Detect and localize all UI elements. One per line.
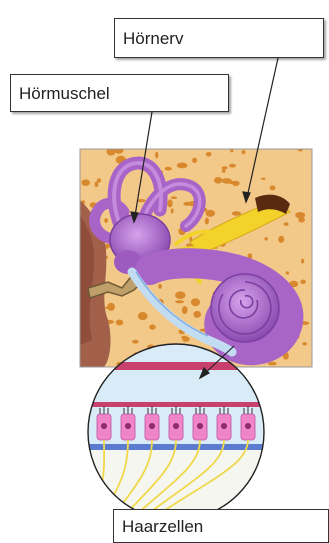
bone-pore — [158, 284, 162, 289]
hair-cell-nucleus — [101, 423, 107, 429]
bone-pore — [81, 179, 90, 186]
hair-cell-nucleus — [221, 423, 227, 429]
label-auditory-nerve: Hörnerv — [114, 18, 324, 58]
bone-pore — [175, 291, 186, 299]
bone-pore — [205, 218, 209, 225]
bone-pore — [165, 167, 172, 171]
bone-pore — [301, 259, 304, 264]
bone-pore — [278, 236, 284, 243]
bone-pore — [191, 298, 200, 306]
bone-pore — [171, 208, 174, 213]
hair-cell-nucleus — [149, 423, 155, 429]
bone-pore — [149, 324, 156, 329]
bone-pore — [286, 271, 290, 274]
bone-pore — [295, 212, 305, 218]
bone-pore — [261, 178, 265, 180]
hair-cell-nucleus — [245, 423, 251, 429]
bone-pore — [193, 311, 201, 318]
bone-pore — [222, 169, 226, 173]
inner-ear-panel — [77, 145, 312, 368]
bone-pore — [302, 342, 307, 345]
bone-pore — [230, 149, 233, 152]
bone-pore — [229, 164, 236, 168]
bone-pore — [177, 163, 188, 169]
basilar-membrane — [88, 444, 268, 450]
label-hair-cells-text: Haarzellen — [122, 518, 203, 535]
hair-cell-magnification — [88, 344, 268, 524]
bone-pore — [300, 280, 306, 284]
bone-pore — [242, 150, 246, 154]
bone-pore — [116, 320, 124, 326]
bone-pore — [171, 196, 177, 199]
bone-pore — [104, 218, 108, 223]
bone-pore — [192, 158, 197, 163]
bone-pore — [183, 202, 192, 206]
bone-pore — [155, 152, 158, 159]
bone-pore — [175, 300, 184, 303]
label-hair-cells: Haarzellen — [113, 509, 329, 543]
bone-pore — [222, 178, 232, 184]
bone-pore — [222, 166, 228, 169]
hair-cell-nucleus — [173, 423, 179, 429]
bone-pore — [264, 237, 268, 241]
bone-pore — [182, 306, 188, 314]
bone-pore — [206, 210, 215, 217]
hair-cell-nucleus — [197, 423, 203, 429]
bone-pore — [138, 312, 148, 320]
bone-pore — [107, 303, 115, 311]
hair-cell-nucleus — [125, 423, 131, 429]
bone-pore — [181, 336, 188, 339]
bone-pore — [95, 181, 99, 187]
bone-pore — [232, 211, 241, 215]
bone-pore — [132, 340, 139, 344]
bone-pore — [117, 156, 121, 159]
bone-pore — [167, 199, 172, 207]
bone-pore — [284, 222, 289, 226]
bone-pore — [214, 177, 222, 184]
label-cochlea: Hörmuschel — [10, 74, 229, 112]
label-auditory-nerve-text: Hörnerv — [123, 30, 183, 47]
bone-pore — [270, 185, 276, 190]
label-cochlea-text: Hörmuschel — [19, 85, 110, 102]
bone-pore — [206, 152, 212, 157]
